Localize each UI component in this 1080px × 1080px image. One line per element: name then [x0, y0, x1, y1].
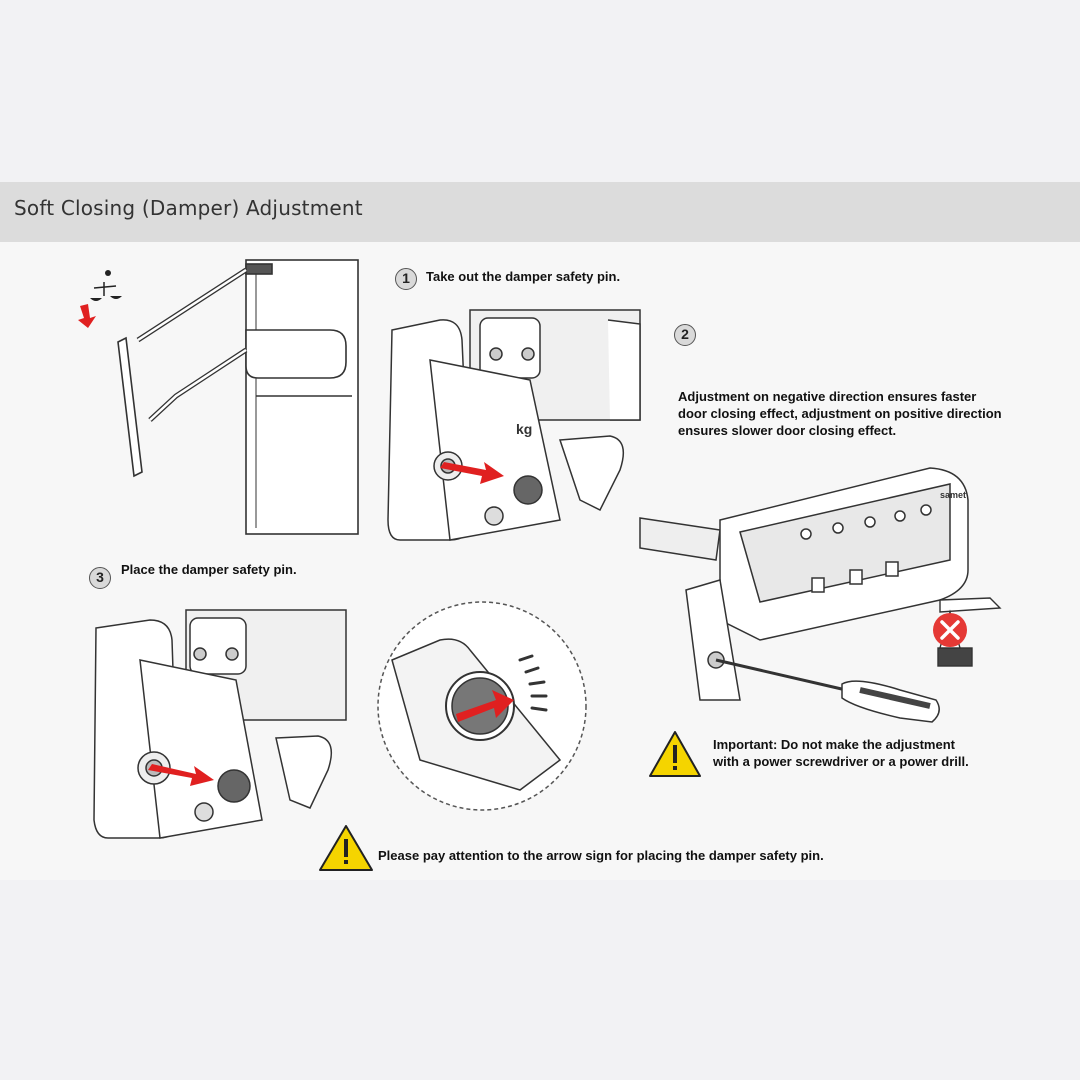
step-badge-3: 3 — [89, 567, 111, 589]
warning-icon-arrow-sign — [319, 825, 373, 871]
step3-diagram — [93, 609, 347, 839]
forbidden-icon — [933, 613, 967, 647]
step1-red-arrow — [440, 462, 504, 484]
zoom-detail-circle — [377, 601, 587, 811]
kg-label: kg — [516, 421, 532, 437]
weight-scale-icon — [90, 270, 122, 301]
step-badge-1: 1 — [395, 268, 417, 290]
warning-icon-power-tool — [649, 731, 701, 777]
page-title: Soft Closing (Damper) Adjustment — [14, 196, 363, 220]
step3-text: Place the damper safety pin. — [121, 562, 297, 577]
power-tool-warning-text: Important: Do not make the adjustment wi… — [713, 737, 969, 769]
brand-label: samet — [940, 490, 966, 500]
header-bar — [0, 182, 1080, 242]
down-arrow-icon — [78, 304, 96, 328]
step-badge-2: 2 — [674, 324, 696, 346]
step2-text: Adjustment on negative direction ensures… — [678, 389, 1002, 438]
step3-red-arrow — [148, 764, 214, 786]
step1-text: Take out the damper safety pin. — [426, 269, 621, 284]
cabinet-diagram — [117, 259, 359, 535]
arrow-sign-warning-text: Please pay attention to the arrow sign f… — [378, 848, 824, 863]
step2-diagram — [639, 467, 969, 723]
step1-diagram — [387, 309, 641, 541]
